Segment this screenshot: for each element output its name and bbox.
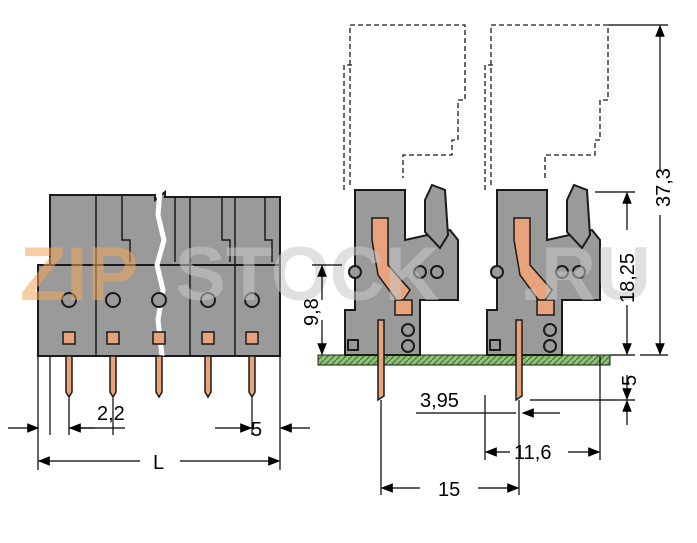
dimension-lines [8, 24, 668, 495]
pcb [317, 354, 611, 366]
watermark: ZIP STOCK .RU [20, 232, 651, 317]
dim-pitch-side: 15 [438, 479, 460, 501]
watermark-part3: .RU [520, 232, 651, 317]
front-pins [65, 355, 256, 399]
break-line [154, 189, 167, 357]
watermark-part2: STOCK [175, 232, 440, 317]
watermark-part1: ZIP [20, 232, 138, 317]
dim-end-offset: 5 [251, 419, 262, 441]
front-view [37, 189, 281, 399]
side-view-2 [486, 183, 601, 402]
lever-open-outline-1 [349, 24, 466, 185]
dim-height-total: 37,3 [653, 168, 675, 207]
dim-pin-below-pcb: 5 [619, 375, 641, 386]
side-views [317, 24, 611, 402]
dim-length: L [153, 452, 164, 474]
dim-height-pin: 9,8 [301, 298, 323, 326]
dimension-labels: 2,2 5 L 9,8 18,25 37,3 5 3,95 11,6 15 [97, 168, 675, 501]
wire-entry-holes [61, 292, 260, 308]
contact-windows [62, 331, 259, 345]
side-view-1 [344, 183, 459, 402]
dim-pin-offset: 3,95 [420, 390, 459, 412]
lever-open-outline-2 [490, 24, 609, 185]
dim-pitch: 2,2 [97, 403, 125, 425]
dim-height-body: 18,25 [617, 253, 639, 303]
dim-depth: 11,6 [514, 442, 551, 464]
